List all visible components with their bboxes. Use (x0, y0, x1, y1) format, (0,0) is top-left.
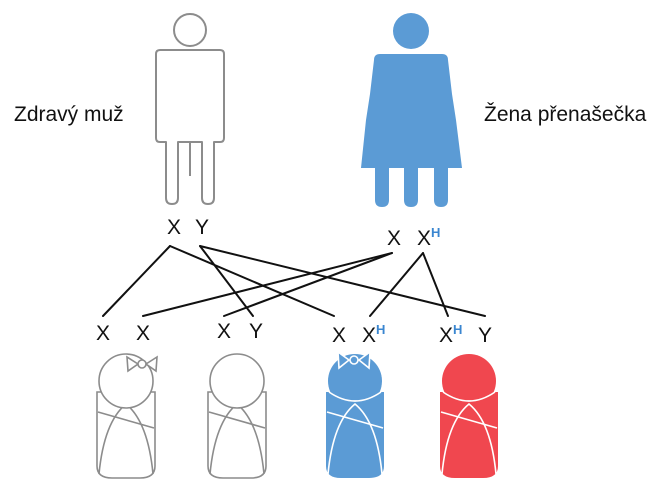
father-chromosome-x: X (167, 216, 181, 239)
mother-figure (361, 13, 462, 207)
mother-chromosome-x: X (387, 227, 401, 250)
mother-label: Žena přenašečka (484, 103, 647, 126)
child-3-carrier-girl-figure (326, 350, 384, 478)
mother-chromosome-xh: XH (417, 225, 440, 250)
child-2-chromosome-a: X (217, 320, 231, 343)
child-3-chromosome-a: X (332, 324, 346, 347)
child-4-chromosomes: XH Y (439, 322, 492, 347)
father-chromosome-y: Y (195, 216, 209, 239)
child-4-chromosome-a: XH (439, 322, 462, 347)
child-1-chromosome-b: X (136, 322, 150, 345)
father-label: Zdravý muž (14, 103, 124, 126)
child-1-chromosome-a: X (96, 322, 110, 345)
child-1-bow-icon (126, 355, 158, 373)
child-3-bow-icon (337, 350, 371, 370)
child-2-chromosome-b: Y (249, 320, 263, 343)
child-1-girl-figure (96, 353, 158, 479)
child-3-chromosomes: X XH (332, 322, 385, 347)
child-3-chromosome-b: XH (362, 322, 385, 347)
mother-chromosomes: X XH (387, 225, 440, 250)
father-figure (155, 13, 225, 205)
child-2-boy-figure (207, 353, 267, 479)
child-2-chromosomes: X Y (217, 320, 263, 343)
child-4-chromosome-b: Y (478, 324, 492, 347)
inheritance-lines (102, 245, 486, 317)
child-4-affected-boy-figure (440, 354, 498, 478)
child-1-chromosomes: X X (96, 322, 150, 345)
